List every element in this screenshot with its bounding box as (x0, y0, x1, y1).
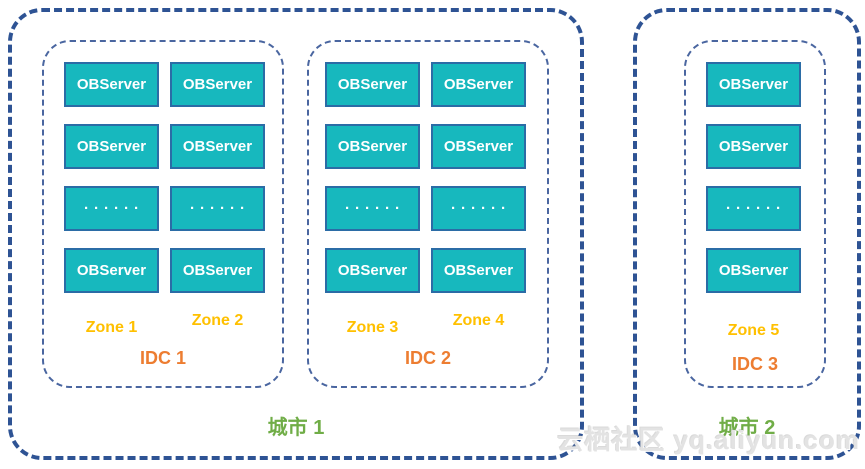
zone-4-label: Zone 4 (452, 312, 505, 329)
more-servers-ellipsis-box: ······ (325, 186, 420, 231)
zone-2-column: OBServer OBServer ······ OBServer (170, 62, 265, 293)
idc-2-label: IDC 2 (404, 348, 451, 368)
observer-box: OBServer (706, 124, 801, 169)
idc-1-label: IDC 1 (139, 348, 186, 368)
zone-1-column: OBServer OBServer ······ OBServer (64, 62, 159, 293)
zone-3-column: OBServer OBServer ······ OBServer (325, 62, 420, 293)
observer-box: OBServer (431, 62, 526, 107)
zone-1-label: Zone 1 (85, 319, 138, 336)
city-2-label: 城市 2 (718, 417, 776, 439)
observer-box: OBServer (64, 124, 159, 169)
city-1-box: OBServer OBServer ······ OBServer OBServ… (8, 8, 584, 460)
observer-box: OBServer (64, 62, 159, 107)
idc-3-label: IDC 3 (731, 354, 778, 374)
idc-1-box: OBServer OBServer ······ OBServer OBServ… (42, 40, 284, 388)
more-servers-ellipsis-box: ······ (170, 186, 265, 231)
zone-3-label: Zone 3 (346, 319, 399, 336)
zone-5-label: Zone 5 (727, 322, 780, 339)
observer-box: OBServer (325, 62, 420, 107)
city-1-label: 城市 1 (267, 417, 325, 439)
idc-3-box: OBServer OBServer ······ OBServer Zone 5… (684, 40, 826, 388)
zone-5-column: OBServer OBServer ······ OBServer (706, 62, 801, 293)
idc-2-box: OBServer OBServer ······ OBServer OBServ… (307, 40, 549, 388)
observer-box: OBServer (64, 248, 159, 293)
city-2-box: OBServer OBServer ······ OBServer Zone 5… (633, 8, 861, 460)
observer-box: OBServer (325, 124, 420, 169)
observer-box: OBServer (170, 62, 265, 107)
observer-box: OBServer (431, 124, 526, 169)
observer-box: OBServer (170, 248, 265, 293)
more-servers-ellipsis-box: ······ (706, 186, 801, 231)
observer-box: OBServer (325, 248, 420, 293)
observer-box: OBServer (431, 248, 526, 293)
observer-box: OBServer (706, 62, 801, 107)
observer-box: OBServer (706, 248, 801, 293)
observer-box: OBServer (170, 124, 265, 169)
zone-4-column: OBServer OBServer ······ OBServer (431, 62, 526, 293)
zone-2-label: Zone 2 (191, 312, 244, 329)
more-servers-ellipsis-box: ······ (431, 186, 526, 231)
more-servers-ellipsis-box: ······ (64, 186, 159, 231)
